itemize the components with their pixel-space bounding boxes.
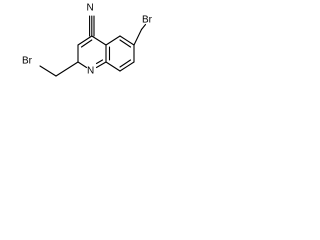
bond-c2-ch2: [55, 61, 79, 77]
bond-c5-c6-inner: [119, 39, 132, 48]
bond-c4-c4a: [91, 35, 107, 46]
right-bromine-label: Br: [142, 15, 153, 26]
bond-ch2-br-left: [39, 65, 57, 77]
left-bromine-label: Br: [22, 56, 33, 67]
bond-n1-c2: [77, 61, 88, 69]
nitrile-nitrogen-label: N: [87, 3, 94, 14]
ring-nitrogen-label: N: [87, 66, 94, 77]
bond-c8a-n1-inner: [95, 59, 104, 65]
structure-diagram: N N Br Br: [22, 3, 153, 77]
bond-c4a-c5: [105, 35, 121, 46]
bond-c7-c8-inner: [119, 59, 132, 68]
bond-c8-c8a: [105, 61, 121, 72]
bond-ch2-br-right: [140, 23, 147, 31]
bond-c6-ch2: [133, 28, 143, 46]
bond-c7-c8: [119, 61, 135, 72]
bond-c8a-n1: [95, 61, 107, 69]
bond-c5-c6: [119, 35, 135, 46]
bond-c3-c4-inner: [80, 39, 93, 48]
bond-c3-c4: [77, 35, 93, 46]
